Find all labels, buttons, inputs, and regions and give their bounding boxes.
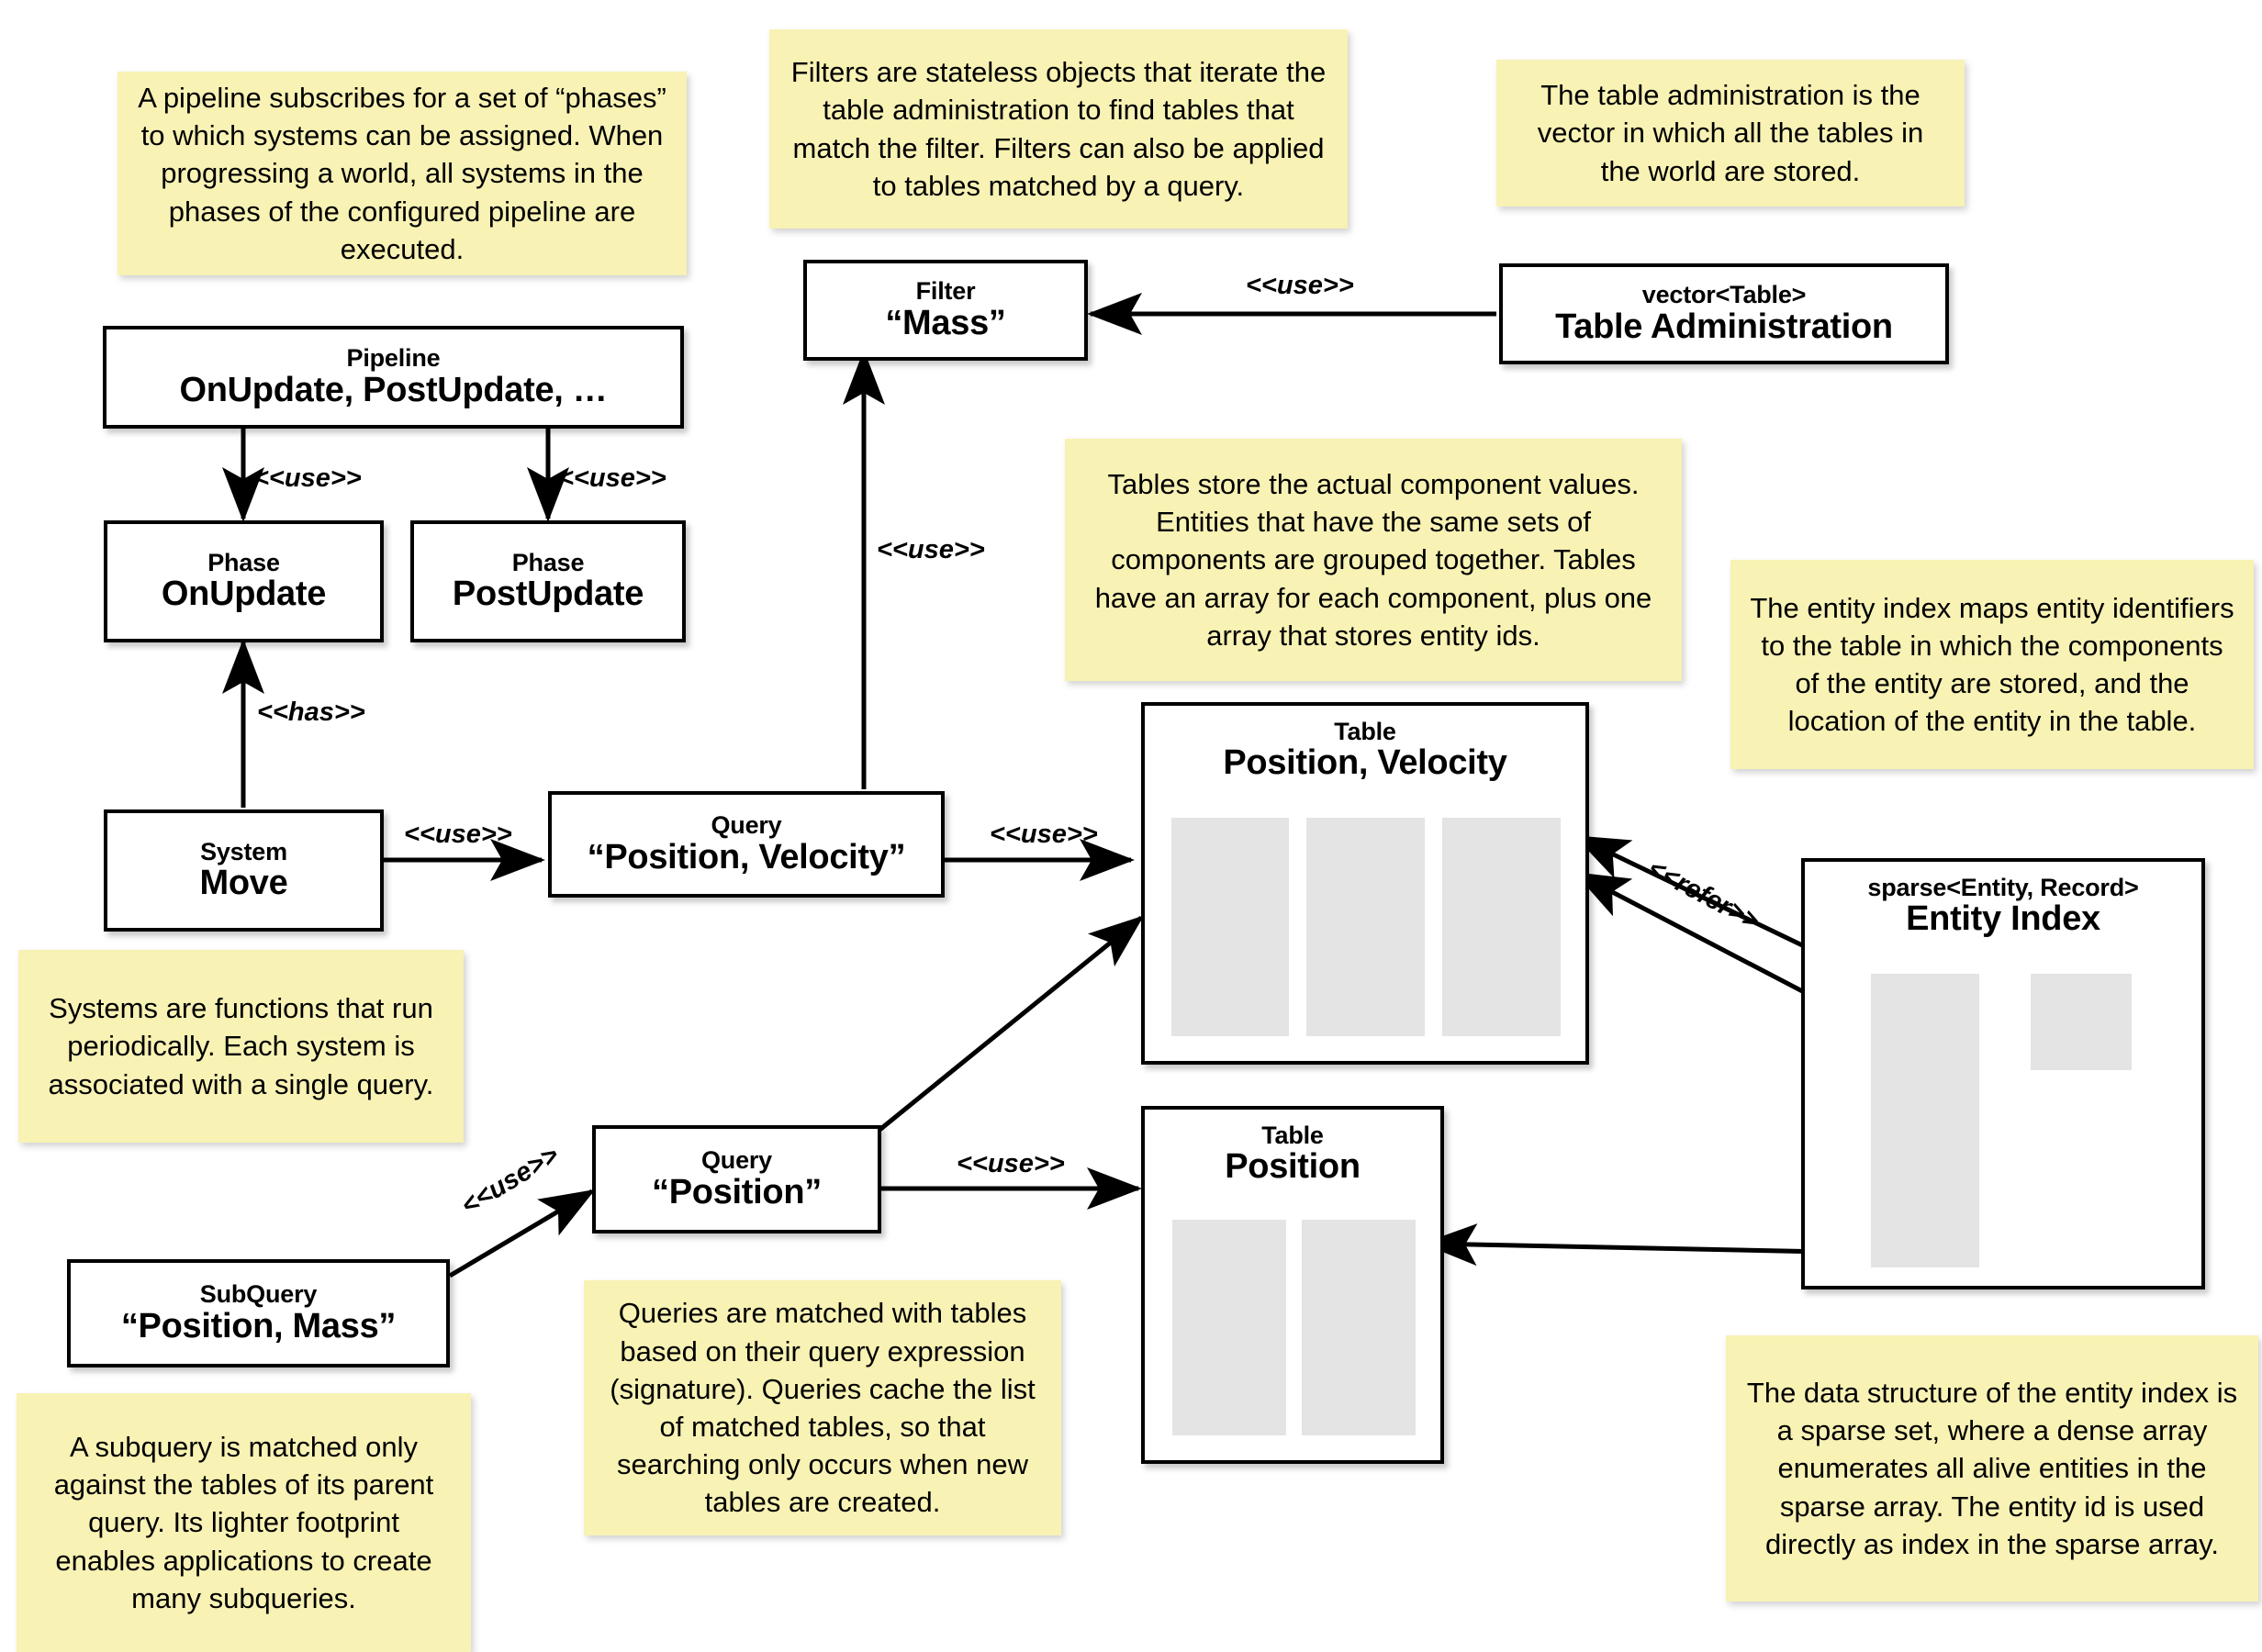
box-table-administration-stereotype: vector<Table> bbox=[1641, 281, 1807, 309]
box-system-move-title: Move bbox=[199, 864, 288, 903]
entity-index-sparse-array bbox=[1871, 974, 1979, 1267]
box-phase-onupdate-stereotype: Phase bbox=[207, 548, 280, 576]
box-table-position-velocity[interactable]: Table Position, Velocity bbox=[1141, 702, 1589, 1065]
box-table-position-velocity-stereotype: Table bbox=[1334, 718, 1396, 745]
box-table-position-velocity-title: Position, Velocity bbox=[1223, 743, 1507, 783]
box-system-move-stereotype: System bbox=[200, 837, 287, 865]
box-pipeline-stereotype: Pipeline bbox=[346, 344, 441, 373]
note-table-admin: The table administration is the vector i… bbox=[1496, 60, 1965, 206]
box-query-position-velocity-title: “Position, Velocity” bbox=[587, 837, 906, 876]
edge-label-pipeline-onupdate: <<use>> bbox=[253, 463, 362, 493]
table-column-entity-ids bbox=[1171, 818, 1289, 1036]
box-entity-index-title: Entity Index bbox=[1906, 899, 2100, 939]
table-column-velocity bbox=[1442, 818, 1561, 1036]
edge-querypos-tableposvel bbox=[877, 915, 1145, 1133]
box-phase-onupdate-title: OnUpdate bbox=[161, 575, 327, 614]
box-table-administration[interactable]: vector<Table> Table Administration bbox=[1499, 263, 1949, 364]
edge-label-index-refers-table: <<refer>> bbox=[1642, 854, 1764, 937]
edge-label-query-uses-filter: <<use>> bbox=[877, 535, 985, 564]
note-subquery: A subquery is matched only against the t… bbox=[17, 1393, 471, 1652]
box-filter-mass[interactable]: Filter “Mass” bbox=[803, 260, 1088, 361]
edge-label-query-uses-table: <<use>> bbox=[990, 820, 1098, 849]
box-filter-mass-stereotype: Filter bbox=[915, 277, 976, 306]
note-entity-index: The entity index maps entity identifiers… bbox=[1730, 560, 2254, 769]
box-entity-index-stereotype: sparse<Entity, Record> bbox=[1867, 874, 2139, 901]
box-subquery-position-mass[interactable]: SubQuery “Position, Mass” bbox=[67, 1259, 450, 1367]
box-pipeline[interactable]: Pipeline OnUpdate, PostUpdate, … bbox=[103, 326, 684, 429]
box-query-position-velocity-stereotype: Query bbox=[711, 811, 782, 840]
edge-label-system-has-phase: <<has>> bbox=[257, 698, 365, 727]
box-pipeline-title: OnUpdate, PostUpdate, … bbox=[179, 370, 608, 409]
table-column-entity-ids-2 bbox=[1172, 1220, 1286, 1435]
box-filter-mass-title: “Mass” bbox=[885, 303, 1006, 342]
box-table-administration-title: Table Administration bbox=[1555, 307, 1893, 346]
note-filter: Filters are stateless objects that itera… bbox=[769, 29, 1348, 229]
box-table-position-title: Position bbox=[1225, 1147, 1361, 1187]
entity-index-dense-array bbox=[2031, 974, 2132, 1070]
box-query-position-velocity[interactable]: Query “Position, Velocity” bbox=[548, 791, 945, 898]
note-sparse-set: The data structure of the entity index i… bbox=[1726, 1335, 2258, 1602]
edge-label-querypos-uses-table: <<use>> bbox=[957, 1149, 1065, 1178]
box-phase-postupdate-stereotype: Phase bbox=[511, 548, 585, 576]
note-system: Systems are functions that run periodica… bbox=[18, 950, 464, 1143]
edge-label-admin-uses-filter: <<use>> bbox=[1246, 271, 1354, 300]
box-query-position[interactable]: Query “Position” bbox=[592, 1125, 881, 1233]
box-query-position-stereotype: Query bbox=[700, 1146, 773, 1175]
table-position-velocity-columns bbox=[1171, 818, 1561, 1036]
box-subquery-position-mass-title: “Position, Mass” bbox=[120, 1306, 397, 1345]
edge-label-pipeline-postupdate: <<use>> bbox=[558, 463, 666, 493]
box-phase-postupdate[interactable]: Phase PostUpdate bbox=[410, 520, 686, 642]
note-table: Tables store the actual component values… bbox=[1065, 439, 1682, 681]
note-pipeline: A pipeline subscribes for a set of “phas… bbox=[118, 72, 687, 275]
box-phase-onupdate[interactable]: Phase OnUpdate bbox=[104, 520, 384, 642]
edge-label-system-uses-query: <<use>> bbox=[404, 820, 512, 849]
table-column-position-2 bbox=[1302, 1220, 1416, 1435]
note-query: Queries are matched with tables based on… bbox=[584, 1280, 1061, 1535]
box-table-position-stereotype: Table bbox=[1261, 1122, 1324, 1149]
table-position-columns bbox=[1172, 1220, 1417, 1435]
box-system-move[interactable]: System Move bbox=[104, 809, 384, 932]
box-entity-index[interactable]: sparse<Entity, Record> Entity Index bbox=[1801, 858, 2205, 1289]
table-column-position bbox=[1306, 818, 1425, 1036]
box-subquery-position-mass-stereotype: SubQuery bbox=[199, 1280, 318, 1309]
box-table-position[interactable]: Table Position bbox=[1141, 1106, 1444, 1464]
box-query-position-title: “Position” bbox=[652, 1172, 822, 1211]
box-phase-postupdate-title: PostUpdate bbox=[452, 575, 644, 614]
edge-label-subquery-uses-query: <<use>> bbox=[456, 1140, 565, 1222]
